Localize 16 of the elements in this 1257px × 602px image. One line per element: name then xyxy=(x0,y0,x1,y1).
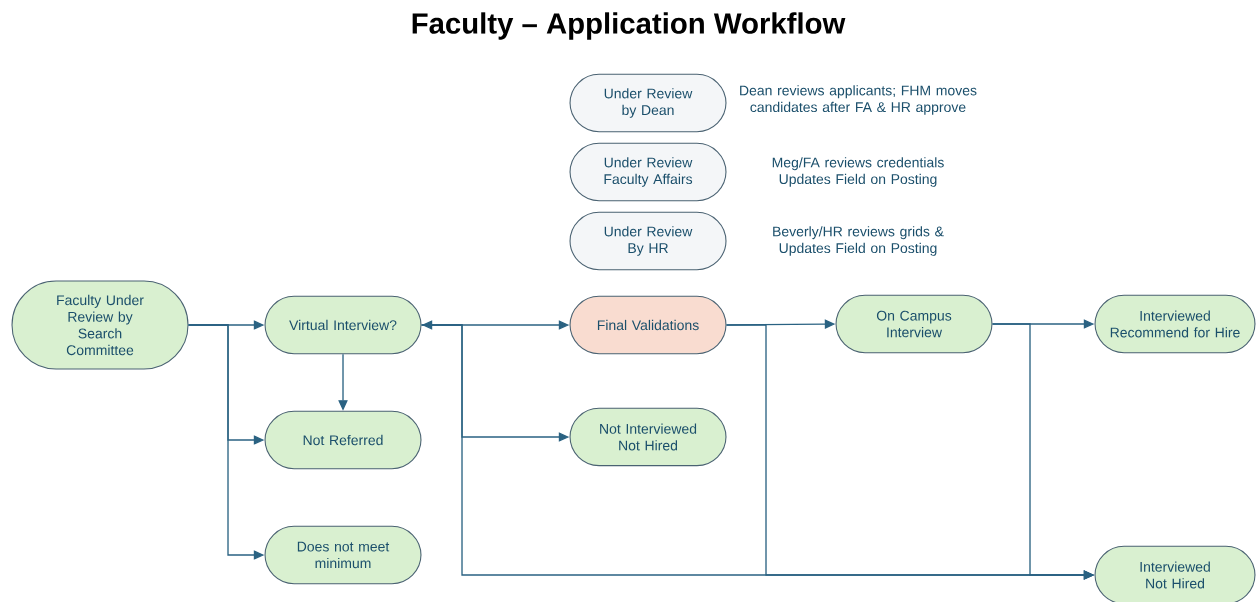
note-text: Beverly/HR reviews grids & Updates Field on Posting xyxy=(773,226,944,256)
process-box: On Campus Interview xyxy=(835,294,993,354)
process-box: Final Validations xyxy=(569,295,727,355)
title: Faculty – Application Workflow xyxy=(412,12,846,40)
status-box: Under Review Faculty Affairs xyxy=(569,142,727,202)
status-box: Under Review by Dean xyxy=(569,73,727,133)
note-text: Meg/FA reviews credentials Updates Field on Posting xyxy=(772,157,944,187)
outcome-box: Interviewed Recommend for Hire xyxy=(1094,294,1256,354)
note-text: Dean reviews applicants; FHM moves candidates after FA & HR approve xyxy=(740,85,977,115)
start-box: Faculty Under Review by Search Committee xyxy=(11,280,189,370)
outcome-box: Not Interviewed Not Hired xyxy=(569,407,727,467)
outcome-box: Interviewed Not Hired xyxy=(1094,545,1256,602)
status-box: Under Review By HR xyxy=(569,211,727,271)
decision-box: Virtual Interview? xyxy=(264,295,422,355)
outcome-box: Does not meet minimum xyxy=(264,525,422,585)
outcome-box: Not Referred xyxy=(264,410,422,470)
